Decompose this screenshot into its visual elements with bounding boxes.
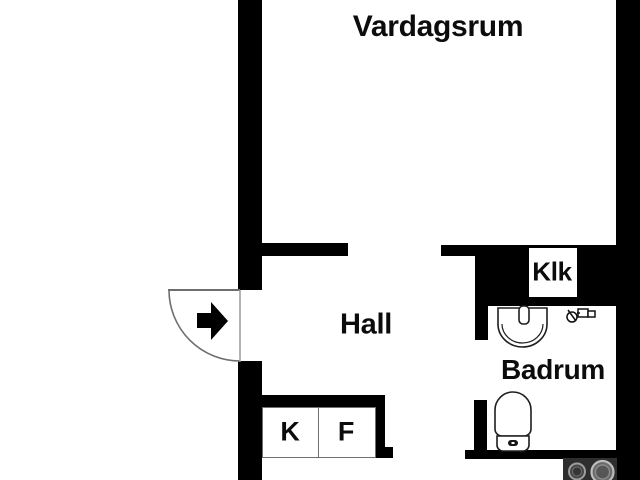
stove-burners-icon bbox=[563, 458, 617, 480]
freezer-cabinet bbox=[318, 407, 376, 458]
water-valve-icon bbox=[566, 308, 596, 323]
wall-right bbox=[616, 0, 640, 480]
wall-left-lower bbox=[238, 361, 262, 480]
fridge-label: K bbox=[280, 416, 300, 447]
living-room-label: Vardagsrum bbox=[352, 10, 524, 43]
kitchen-counter-top bbox=[262, 395, 385, 407]
freezer-label: F bbox=[337, 416, 355, 447]
hall-label: Hall bbox=[340, 308, 392, 341]
wall-bathroom-left-lower bbox=[474, 400, 487, 452]
bathroom-label: Badrum bbox=[501, 354, 605, 385]
kitchen-counter-side bbox=[375, 407, 385, 448]
wall-divider-hall-left bbox=[260, 243, 348, 256]
sink-icon bbox=[497, 305, 548, 348]
closet-label-box bbox=[529, 248, 577, 297]
closet-label: Klk bbox=[532, 256, 572, 287]
entrance-arrow-icon bbox=[197, 302, 228, 340]
toilet-icon bbox=[494, 391, 532, 452]
fridge-cabinet bbox=[262, 407, 319, 458]
kitchen-counter-foot bbox=[375, 447, 393, 458]
wall-left-upper bbox=[238, 0, 262, 290]
door-swing-icon bbox=[168, 289, 241, 362]
wall-bathroom-left-upper bbox=[475, 255, 488, 340]
wall-bathroom-bottom bbox=[465, 450, 640, 459]
